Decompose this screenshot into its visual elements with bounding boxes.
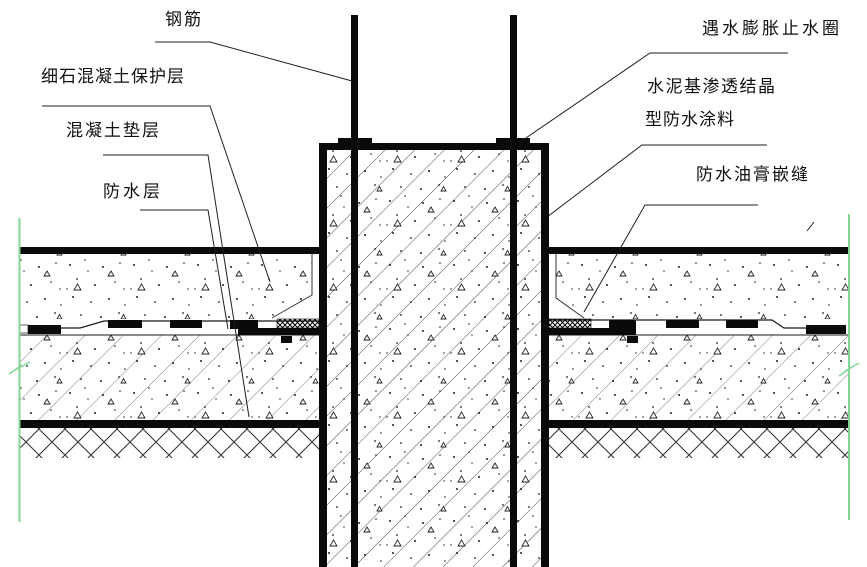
membrane-dash bbox=[666, 320, 699, 328]
leader-protective-layer bbox=[42, 105, 271, 283]
break-line-right bbox=[838, 214, 860, 520]
left-slab bbox=[19, 247, 319, 458]
break-zigzag-right bbox=[838, 362, 860, 377]
cushion-stipple-right bbox=[549, 335, 849, 420]
joint-edge-left bbox=[271, 254, 313, 319]
soil-layer-left bbox=[19, 428, 319, 458]
label-cushion: 混凝土垫层 bbox=[66, 121, 161, 140]
break-zigzag-left bbox=[8, 361, 31, 375]
leader-coating bbox=[546, 144, 767, 218]
membrane-drip-left bbox=[281, 336, 292, 343]
cushion-stipple-left bbox=[19, 335, 319, 420]
leader-mastic bbox=[583, 204, 758, 313]
membrane-band-right bbox=[549, 328, 636, 335]
column-edge-right bbox=[541, 143, 549, 567]
joint-gap-left bbox=[272, 254, 319, 319]
label-coating-line2: 型防水涂料 bbox=[645, 110, 735, 129]
stray-tick bbox=[806, 221, 815, 232]
slab-top-line-left bbox=[19, 247, 319, 254]
membrane-bar-left bbox=[28, 325, 61, 334]
label-membrane: 防水层 bbox=[103, 182, 163, 201]
column-edge-left bbox=[319, 143, 327, 567]
membrane-solid-left bbox=[230, 320, 258, 329]
slab-top-line-right bbox=[549, 247, 849, 254]
label-coating-line1: 水泥基渗透结晶 bbox=[647, 77, 777, 96]
rebar-right bbox=[510, 15, 517, 567]
soil-layer-right bbox=[549, 428, 849, 458]
joint-gap-right bbox=[549, 254, 584, 319]
cushion-bottom-line-left bbox=[19, 420, 319, 428]
column-stipple bbox=[327, 150, 541, 567]
label-rebar: 钢筋 bbox=[165, 10, 203, 29]
waterproof-membrane-left bbox=[18, 318, 320, 343]
label-protective-layer: 细石混凝土保护层 bbox=[41, 67, 185, 86]
leader-lines bbox=[42, 41, 815, 418]
leader-rebar bbox=[155, 41, 353, 82]
membrane-bar-right bbox=[806, 325, 846, 334]
leader-membrane bbox=[140, 209, 229, 330]
mastic-seal-left bbox=[276, 318, 320, 329]
leader-cushion bbox=[103, 154, 250, 418]
membrane-solid-right bbox=[609, 320, 636, 329]
membrane-drip-right bbox=[627, 336, 638, 343]
column-top-line bbox=[319, 143, 549, 150]
membrane-line-left bbox=[19, 320, 319, 329]
protective-layer-right bbox=[549, 254, 849, 319]
rebar-left bbox=[351, 15, 358, 567]
membrane-band-left bbox=[238, 328, 319, 335]
membrane-dash bbox=[170, 320, 202, 328]
leader-waterstop bbox=[522, 52, 788, 141]
membrane-dash bbox=[726, 320, 758, 328]
break-line-left bbox=[8, 218, 31, 522]
protective-layer-left bbox=[19, 254, 319, 319]
membrane-dash bbox=[108, 320, 142, 328]
label-mastic: 防水油膏嵌缝 bbox=[696, 165, 810, 184]
label-waterstop: 遇水膨胀止水圈 bbox=[702, 19, 842, 38]
right-slab bbox=[549, 247, 849, 458]
joint-edge-right bbox=[555, 254, 585, 319]
cushion-bottom-line-right bbox=[549, 420, 849, 428]
mastic-seal-right bbox=[548, 318, 592, 329]
